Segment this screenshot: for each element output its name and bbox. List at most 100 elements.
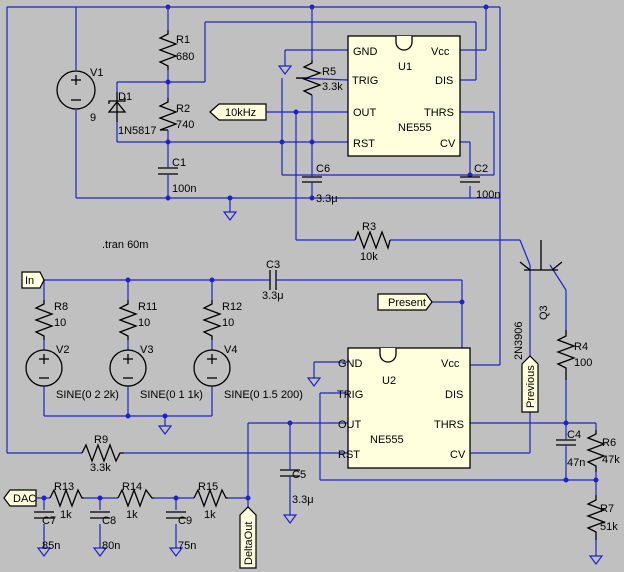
r2-resistor: R2 740 (158, 98, 194, 131)
c2-ref: C2 (474, 163, 488, 175)
r3-resistor: R3 10k (354, 221, 391, 263)
u2-pin-gnd: GND (338, 358, 363, 370)
r3-ref: R3 (362, 221, 376, 233)
r7-ref: R7 (600, 503, 614, 515)
net-label-in-text: In (25, 275, 34, 287)
net-label-dac-text: DAC (13, 493, 36, 505)
sim-directive: .tran 60m (102, 239, 148, 251)
u2-ref: U2 (382, 375, 396, 387)
u1-pin-cv: CV (440, 138, 456, 150)
u1-pin-out: OUT (353, 107, 377, 119)
r7-value: 51k (600, 521, 618, 533)
c8-value: 80n (102, 540, 120, 552)
net-label-deltaout-text: DeltaOut (243, 522, 255, 565)
r15-resistor: R15 1k (193, 481, 228, 521)
r5-ref: R5 (322, 66, 336, 78)
v3-ref: V3 (140, 344, 153, 356)
c6-capacitor: C6 3.3μ (302, 163, 338, 205)
v1-source: V1 9 (56, 67, 103, 124)
u1-pin-vcc: Vcc (431, 46, 450, 58)
u1-pin-thrs: THRS (424, 107, 454, 119)
ground-symbols (36, 65, 604, 565)
r14-resistor: R14 1k (117, 481, 154, 521)
r5-value: 3.3k (322, 81, 343, 93)
u2-pin-trig: TRIG (337, 389, 363, 401)
c9-value: 75n (178, 540, 196, 552)
r1-ref: R1 (176, 34, 190, 46)
u1-pin-dis: DIS (435, 75, 453, 87)
r15-ref: R15 (198, 481, 218, 493)
v4-value: SINE(0 1.5 200) (224, 389, 303, 401)
v4-source: V4 SINE(0 1.5 200) (193, 344, 303, 401)
r9-ref: R9 (94, 434, 108, 446)
c9-capacitor: C9 75n (166, 511, 196, 552)
r1-resistor: R1 680 (158, 30, 194, 70)
c6-value: 3.3μ (316, 193, 338, 205)
d1-diode: D1 1N5817 (107, 91, 157, 137)
c5-capacitor: C5 3.3μ (280, 465, 314, 506)
r4-ref: R4 (574, 341, 588, 353)
net-label-10khz-text: 10kHz (225, 107, 256, 119)
r6-value: 47k (602, 454, 620, 466)
c8-capacitor: C8 80n (90, 511, 120, 552)
r4-value: 100 (574, 357, 592, 369)
r11-ref: R11 (138, 301, 157, 313)
u2-pin-vcc: Vcc (441, 358, 460, 370)
r8-resistor: R8 10 (34, 300, 68, 340)
u2-pin-rst: RST (338, 449, 360, 461)
u1-pin-trig: TRIG (352, 75, 378, 87)
c7-ref: C7 (42, 515, 56, 527)
r13-value: 1k (60, 509, 72, 521)
c1-capacitor: C1 100n (158, 157, 196, 195)
u2-pin-cv: CV (450, 449, 466, 461)
r3-value: 10k (360, 251, 378, 263)
net-label-previous: Previous (521, 355, 539, 413)
u1-part: NE555 (398, 122, 432, 134)
c2-capacitor: C2 100n (460, 163, 500, 201)
r15-value: 1k (204, 509, 216, 521)
net-label-in: In (21, 271, 45, 289)
u1-ne555: GND Vcc TRIG DIS OUT THRS RST CV U1 NE55… (347, 35, 461, 157)
r8-ref: R8 (54, 301, 68, 313)
u1-pin-gnd: GND (353, 46, 378, 58)
r6-resistor: R6 47k (586, 430, 620, 472)
q3-transistor: 2N3906 Q3 (513, 240, 563, 360)
r13-resistor: R13 1k (49, 481, 84, 521)
r9-value: 3.3k (90, 462, 111, 474)
r9-resistor: R9 3.3k (81, 434, 124, 474)
c7-value: 85n (42, 540, 60, 552)
r5-potentiometer: R5 3.3k (296, 60, 343, 96)
net-label-deltaout: DeltaOut (239, 506, 257, 569)
c1-ref: C1 (172, 157, 186, 169)
r2-ref: R2 (176, 103, 190, 115)
v2-value: SINE(0 2 2k) (56, 389, 119, 401)
u2-pin-dis: DIS (445, 389, 463, 401)
c3-ref: C3 (266, 259, 280, 271)
v3-source: V3 SINE(0 1 1k) (109, 344, 203, 401)
r8-value: 10 (54, 317, 66, 329)
r14-ref: R14 (122, 481, 142, 493)
c6-ref: C6 (316, 163, 330, 175)
c4-value: 47n (567, 457, 585, 469)
d1-ref: D1 (118, 91, 132, 103)
c3-value: 3.3μ (262, 290, 284, 302)
net-label-dac: DAC (3, 489, 37, 507)
c3-capacitor: C3 3.3μ (262, 259, 290, 302)
c9-ref: C9 (178, 515, 192, 527)
r11-resistor: R11 10 (118, 300, 157, 340)
c7-capacitor: C7 85n (34, 511, 60, 552)
v3-value: SINE(0 1 1k) (140, 389, 203, 401)
d1-value: 1N5817 (118, 125, 157, 137)
u2-ne555: GND Vcc TRIG DIS OUT THRS RST CV U2 NE55… (337, 347, 471, 469)
c8-ref: C8 (102, 515, 116, 527)
c2-value: 100n (476, 189, 500, 201)
u1-ref: U1 (398, 61, 412, 73)
r2-value: 740 (176, 119, 194, 131)
q3-ref: Q3 (538, 305, 550, 320)
net-label-10khz: 10kHz (209, 103, 267, 121)
r13-ref: R13 (54, 481, 74, 493)
u2-pin-thrs: THRS (434, 419, 464, 431)
r7-resistor: R7 51k (586, 495, 618, 540)
v2-ref: V2 (56, 344, 69, 356)
